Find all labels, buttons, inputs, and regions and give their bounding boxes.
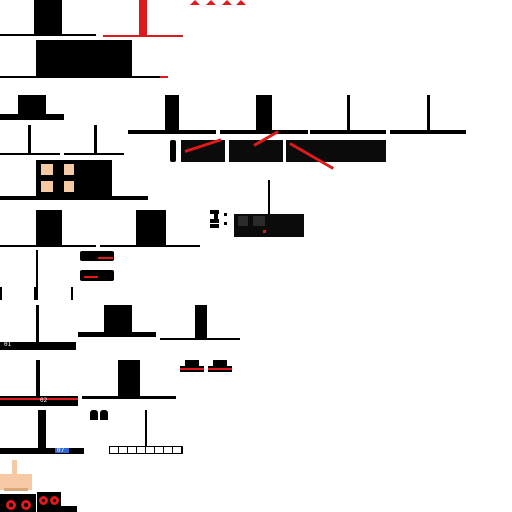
door-block-2 (136, 210, 166, 246)
big-block-floor (0, 76, 168, 78)
hud-slot-2 (253, 216, 265, 226)
rail-slat (172, 446, 173, 454)
rail-slat (181, 446, 182, 454)
door-floor-2 (100, 245, 200, 247)
hand-pointer-finger (12, 460, 17, 474)
cart-top (80, 251, 114, 261)
thin-floor-1 (0, 153, 60, 155)
post-tall-2 (36, 360, 40, 400)
rail-slat (127, 446, 128, 454)
pillar-2-floor (220, 130, 308, 134)
red-spike-3 (222, 0, 232, 5)
hud-panel (234, 214, 304, 237)
ground-tick-2 (71, 287, 73, 300)
cart-top-red (98, 257, 113, 259)
hud-glyph-3 (210, 219, 219, 223)
antenna-line (268, 180, 270, 214)
pillar-4-floor (390, 130, 466, 134)
ground-tick-1 (0, 287, 2, 300)
ground-tick-3 (34, 287, 36, 300)
rail-slat (145, 446, 146, 454)
hud-colon-2 (224, 222, 227, 225)
big-block (36, 40, 132, 77)
red-bench-1-top (185, 360, 199, 366)
rail-slat (136, 446, 137, 454)
twin-box-1 (90, 410, 98, 420)
cart-bottom (80, 270, 114, 281)
window-pane-4 (64, 181, 74, 192)
stage-block (104, 305, 132, 337)
window-pane-2 (64, 164, 74, 175)
red-spike-4 (236, 0, 246, 5)
thin-post-1 (28, 125, 31, 155)
hud-glyph-1 (210, 210, 219, 214)
rail-post (145, 410, 147, 446)
rail-slat (154, 446, 155, 454)
rail-slat (118, 446, 119, 454)
hand-palm (0, 474, 32, 490)
twin-box-2 (100, 410, 108, 420)
pillar-3-floor (310, 130, 386, 134)
post-floor-1 (0, 342, 76, 350)
door-floor-1 (0, 245, 96, 247)
pillar-3-stem (347, 95, 350, 132)
ramp-panel-1 (181, 140, 225, 162)
tower-floor (82, 396, 176, 399)
wall-block-tall (34, 0, 62, 35)
post-floor-right (160, 338, 240, 340)
red-bench-2-top (213, 360, 227, 366)
red-bench-2-red (208, 368, 232, 370)
window-pane-3 (41, 181, 53, 192)
pillar-1-floor (128, 130, 216, 134)
red-spike-1 (190, 0, 200, 5)
hand-shadow (4, 488, 28, 491)
rail-frame (109, 446, 183, 454)
tower-block (118, 360, 140, 398)
post-tall-3 (38, 410, 46, 450)
robot-2-wheel-2-hub (53, 499, 56, 502)
cart-bottom-red (84, 276, 98, 278)
hud-glyph-2 (214, 214, 218, 219)
robot-2-wheel-1-hub (42, 499, 45, 502)
hud-slot-1 (238, 216, 248, 226)
post-floor-3 (0, 448, 84, 454)
post-tall-1 (36, 305, 39, 345)
post-floor-2-red (0, 398, 78, 400)
thin-floor-2 (64, 153, 124, 155)
rail-slat (163, 446, 164, 454)
door-block-1 (36, 210, 62, 246)
ramp-panel-small (170, 140, 176, 162)
red-floor-line (103, 35, 183, 37)
red-bench-1-red (180, 368, 204, 370)
thin-post-2 (94, 125, 97, 155)
small-block-base (0, 114, 64, 120)
robot-2-base (37, 506, 77, 512)
pillar-4-stem (427, 95, 430, 132)
robot-wheel-1-hub (9, 503, 13, 507)
robot-wheel-2-hub (24, 503, 28, 507)
hud-label-blue: 07 (57, 447, 65, 454)
red-post (139, 0, 147, 37)
big-block-floor-accent (160, 76, 168, 78)
hud-red-dot (263, 230, 266, 233)
hud-colon-1 (224, 213, 227, 216)
post-floor-2 (0, 396, 78, 406)
floor-line (0, 34, 96, 36)
stage-floor (78, 332, 156, 337)
window-pane-1 (41, 164, 53, 175)
hud-label-right: 02 (40, 397, 48, 404)
pillar-2 (256, 95, 272, 132)
red-spike-2 (206, 0, 216, 5)
tall-thin-post (36, 250, 38, 300)
pillar-1 (165, 95, 179, 132)
post-block-right (195, 305, 207, 340)
hud-glyph-4 (210, 224, 219, 228)
small-block-top (18, 95, 46, 115)
hud-blue-chip (55, 448, 69, 453)
ramp-panel-2 (229, 140, 283, 162)
window-block-floor (0, 196, 148, 200)
hud-label-left: 01 (4, 341, 12, 348)
